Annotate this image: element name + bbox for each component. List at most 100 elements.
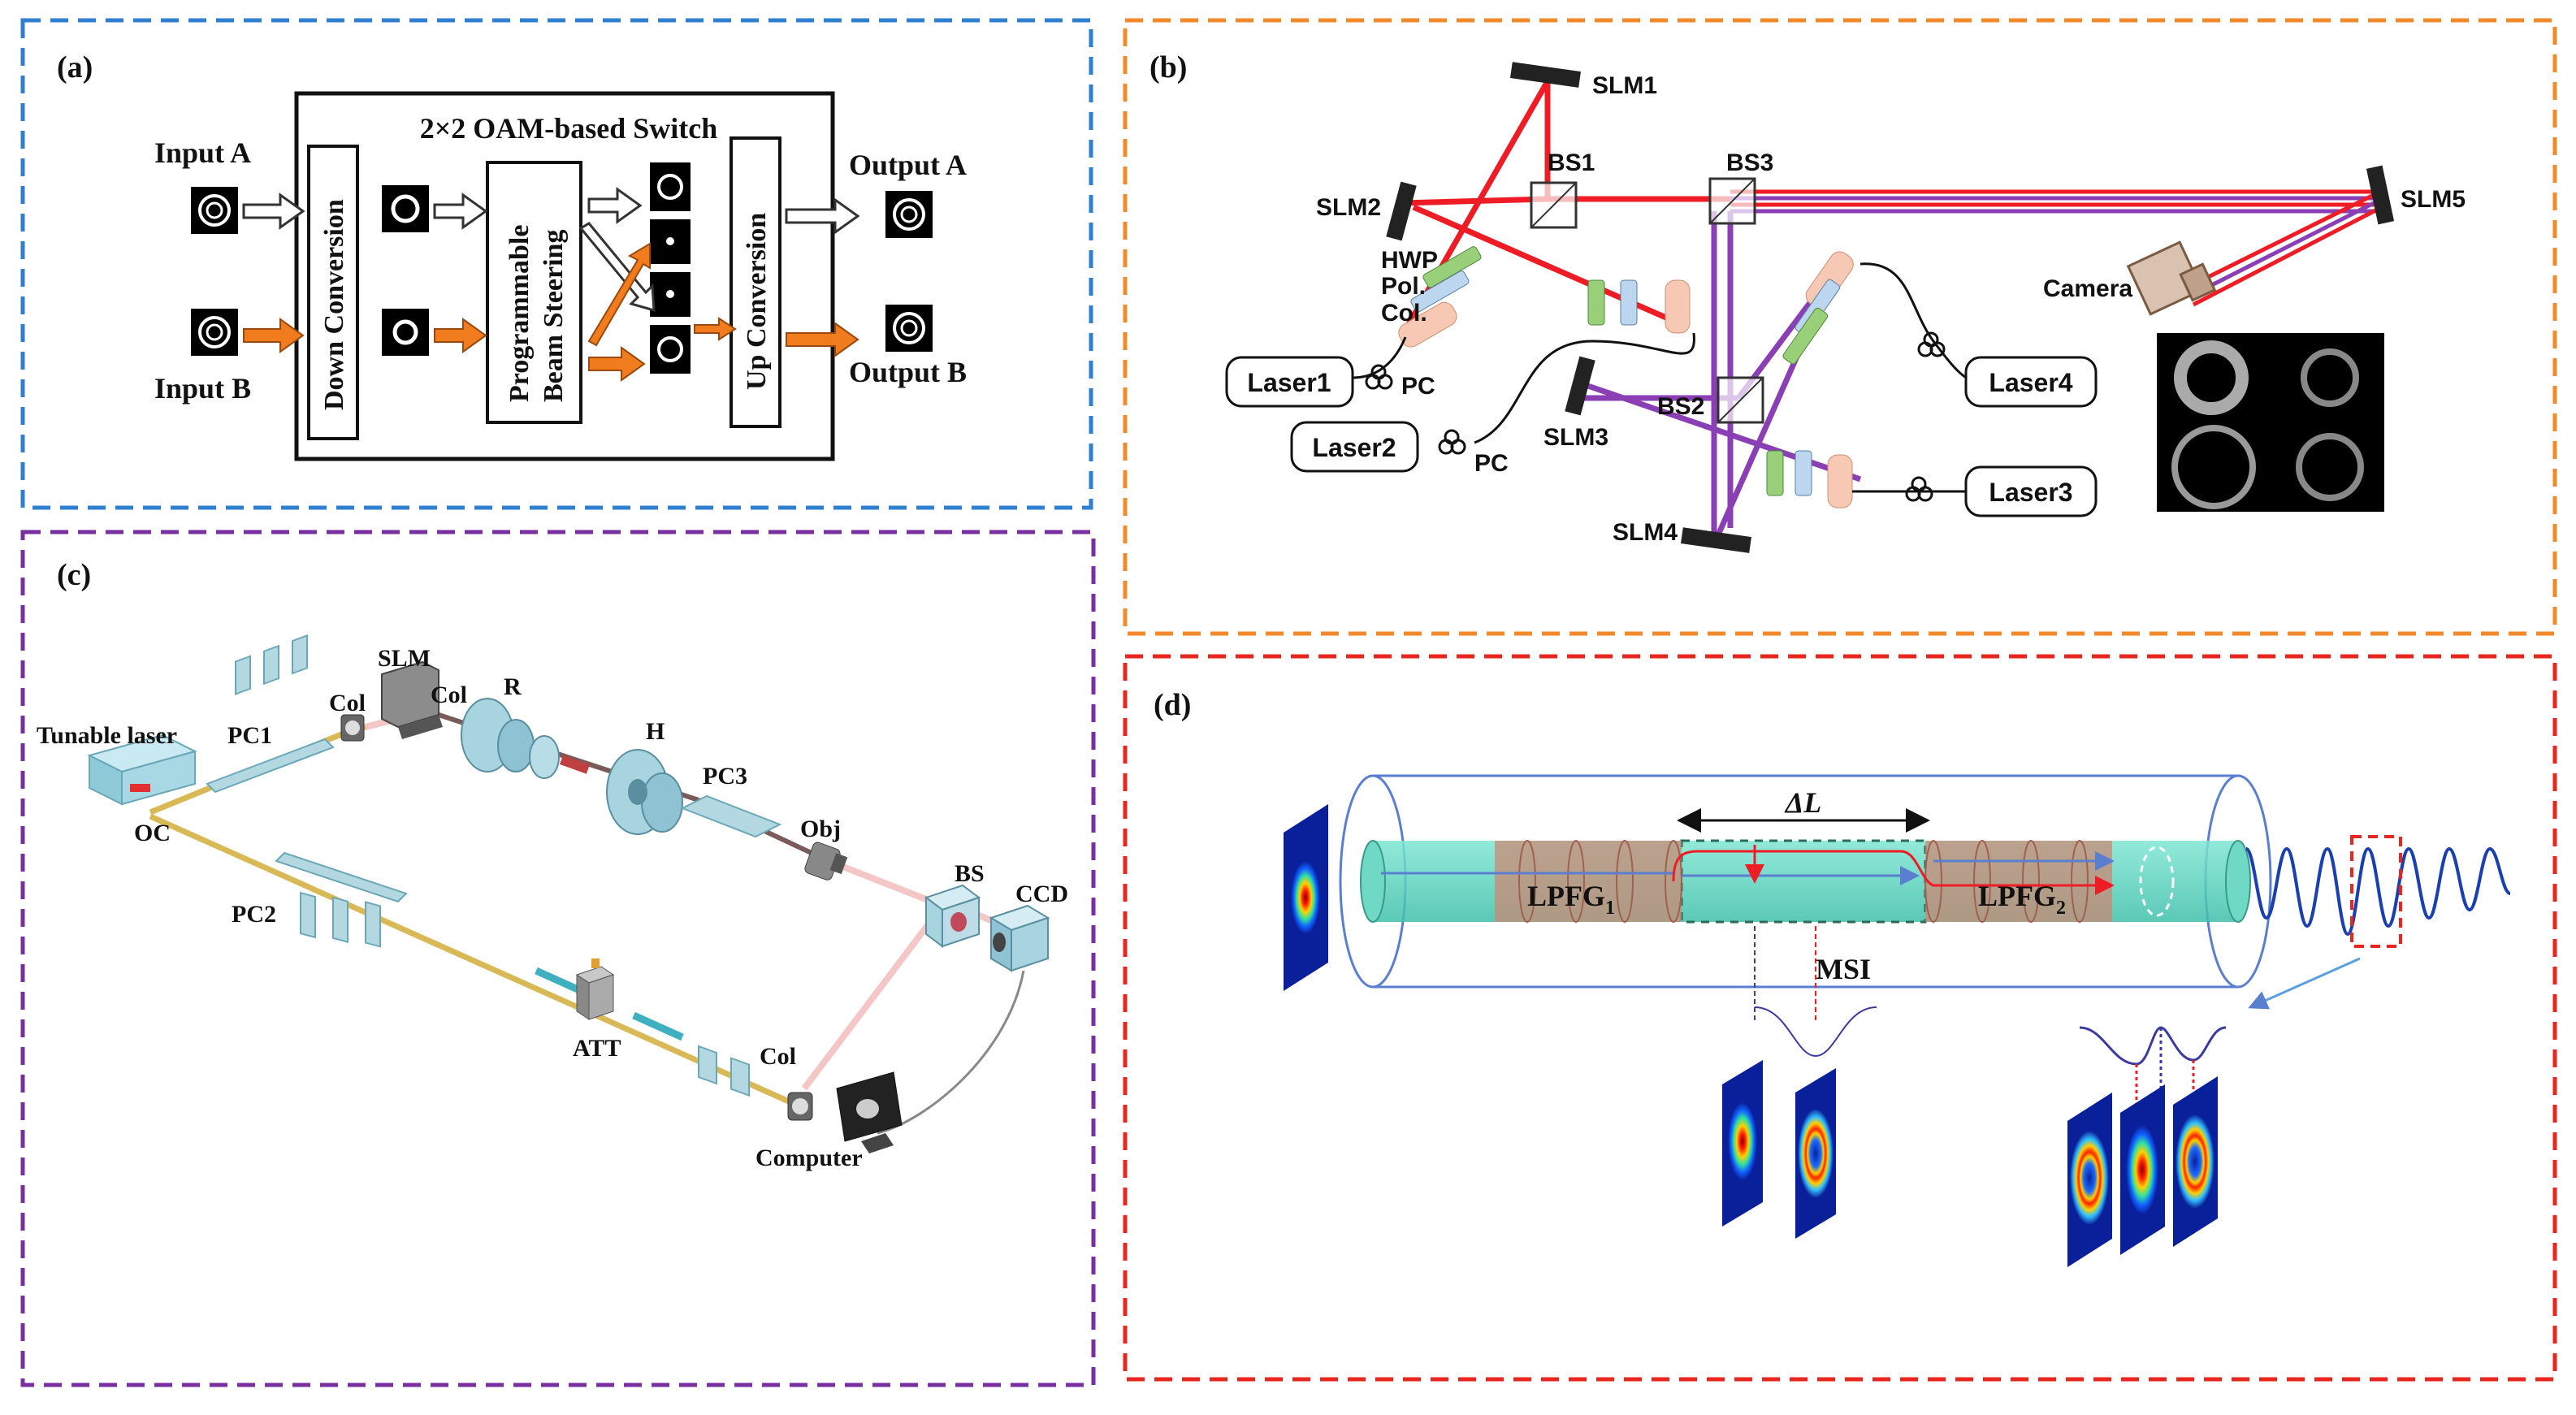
fiber-core-end-right — [2225, 840, 2251, 923]
col-label: Col. — [1381, 300, 1427, 327]
slm-label: SLM — [378, 645, 431, 672]
free-space-beams — [365, 716, 1005, 1091]
slm3-label: SLM3 — [1543, 424, 1608, 451]
msi-mode-patterns — [1722, 1060, 1836, 1239]
obj-label: Obj — [800, 816, 841, 842]
computer-label: Computer — [755, 1145, 863, 1171]
bs2 — [1717, 376, 1764, 424]
slm5-label: SLM5 — [2401, 186, 2466, 213]
computer-icon — [836, 1071, 903, 1153]
output-a-label: Output A — [849, 149, 967, 181]
panel-b-tag: (b) — [1149, 50, 1187, 84]
panel-c: (c) Tunable laser OC — [37, 558, 1068, 1171]
pc3-device — [680, 794, 782, 1097]
steered-mode-stack — [650, 162, 691, 374]
laser4-optics — [1782, 251, 1854, 365]
bs1 — [1530, 181, 1578, 229]
pc-loops — [1365, 331, 1946, 502]
pc3-label: PC3 — [703, 763, 747, 790]
bs3 — [1708, 177, 1756, 225]
bs-label: BS — [955, 860, 985, 887]
panel-d: (d) — [1154, 688, 2512, 1267]
panel-c-border — [20, 530, 1096, 1387]
combined-beams — [1730, 189, 2382, 307]
col3-device — [787, 1092, 813, 1121]
output-b-label: Output B — [849, 356, 967, 388]
laser3-label: Laser3 — [1989, 478, 2072, 507]
bs3-label: BS3 — [1726, 149, 1773, 176]
bs2-label: BS2 — [1657, 393, 1704, 420]
tunable-laser-box — [87, 733, 197, 806]
laser1-label: Laser1 — [1247, 368, 1331, 397]
switch-title: 2×2 OAM-based Switch — [420, 112, 718, 145]
down-conversion-box — [307, 145, 359, 440]
fiber-core-end-left — [1360, 840, 1386, 923]
oam-mode-icon-input-b — [191, 309, 238, 356]
panel-c-tag: (c) — [57, 558, 91, 592]
slm1 — [1510, 62, 1581, 88]
input-mode-pattern — [1284, 804, 1328, 991]
col3-label: Col — [760, 1043, 796, 1070]
att-device — [575, 958, 615, 1020]
msi-projection-lines — [1754, 926, 1877, 1058]
pc2-label: PC2 — [232, 901, 276, 928]
light-paths — [1381, 845, 2115, 895]
transmission-spectrum — [2245, 846, 2512, 937]
spectrum-zoom-arrow — [2248, 957, 2361, 1010]
delta-l-label: ΔL — [1784, 786, 1822, 819]
down-conversion-label: Down Conversion — [319, 199, 349, 410]
output-mode-patterns — [2067, 1076, 2218, 1267]
panel-d-tag: (d) — [1154, 688, 1191, 722]
input-a-label: Input A — [154, 136, 251, 169]
ccd-label: CCD — [1015, 881, 1068, 907]
h-label: H — [646, 718, 665, 745]
r-label: R — [504, 673, 522, 700]
panel-a-tag: (a) — [57, 50, 93, 84]
beam-steering-label-2: Beam Steering — [539, 230, 569, 402]
slm5 — [2366, 165, 2395, 225]
col1-device — [340, 714, 365, 742]
pc2-device — [275, 851, 408, 948]
ccd-device — [989, 904, 1050, 972]
col2-label: Col — [431, 682, 467, 708]
pc1-device — [206, 634, 335, 794]
camera-label: Camera — [2043, 275, 2132, 302]
r-rotator — [461, 698, 590, 779]
laser2-optics — [1587, 279, 1691, 334]
up-conversion-label: Up Conversion — [742, 213, 772, 390]
slm3 — [1565, 356, 1595, 416]
panel-b-border — [1123, 18, 2557, 636]
oam-mode-icon-output-b — [885, 305, 933, 352]
panel-d-border — [1123, 654, 2557, 1382]
output-dashed-mode — [2139, 846, 2175, 917]
pc1-label: PC1 — [227, 722, 272, 749]
laser1-box — [1225, 356, 1354, 408]
hwp-label: HWP — [1381, 247, 1438, 274]
input-b-label: Input B — [154, 372, 251, 405]
msi-label: MSI — [1816, 953, 1871, 985]
bs-cube — [924, 884, 981, 948]
pol-label: Pol. — [1381, 273, 1426, 300]
oc-label: OC — [134, 820, 171, 846]
lpfg1-grating — [1495, 840, 1682, 923]
col1-label: Col — [329, 690, 366, 716]
oam-mode-icon-mid-b — [382, 309, 429, 356]
laser2-box — [1290, 421, 1419, 473]
oam-mode-icon-input-a — [191, 187, 238, 234]
slm4-label: SLM4 — [1613, 519, 1678, 546]
switch-box — [294, 91, 835, 461]
slm4 — [1681, 527, 1751, 553]
laser4-box — [1964, 356, 2098, 408]
slm2 — [1386, 181, 1417, 241]
pc-label-2: PC — [1474, 450, 1509, 477]
h-device — [606, 749, 683, 835]
obj-device — [804, 842, 848, 881]
lpfg1-label: LPFG1 — [1527, 880, 1615, 919]
beam-steering-label-1: Programmable — [504, 225, 535, 402]
laser1-optics — [1398, 246, 1482, 348]
camera-image — [2157, 333, 2384, 512]
tunable-laser-label: Tunable laser — [37, 722, 177, 749]
camera-icon — [2126, 240, 2217, 316]
oam-mode-icon-output-a — [885, 191, 933, 238]
